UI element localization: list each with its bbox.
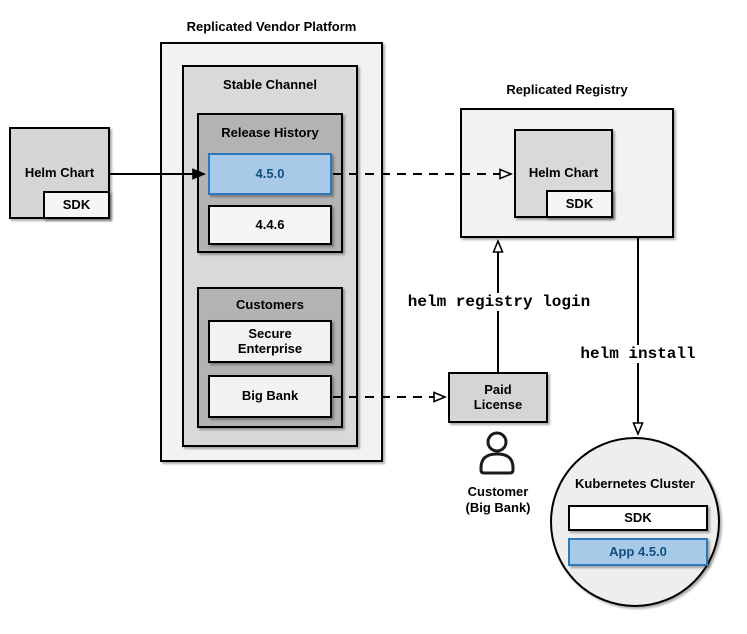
release-4-4-6-node: 4.4.6 [208,205,332,245]
customers-box: Customers Secure Enterprise Big Bank [197,287,343,428]
source-helm-chart-label: Helm Chart [24,164,95,180]
source-helm-chart-box: Helm Chart SDK [9,127,110,219]
paid-license-box: Paid License [448,372,548,423]
registry-helm-chart-label: Helm Chart [528,165,599,181]
customer-big-bank-label: Big Bank [241,388,299,404]
release-4-5-0-node: 4.5.0 [208,153,332,195]
customer-big-bank-node: Big Bank [208,375,332,418]
customer-secure-enterprise-node: Secure Enterprise [208,320,332,363]
customers-title: Customers [236,297,304,312]
registry-title: Replicated Registry [506,82,628,97]
vendor-platform-title: Replicated Vendor Platform [186,19,357,34]
cluster-sdk-label: SDK [624,509,652,525]
vendor-platform-box: Stable Channel Release History 4.5.0 4.4… [160,42,383,462]
customer-detail: (Big Bank) [465,500,531,516]
release-4-4-6-label: 4.4.6 [255,216,285,232]
registry-box: Helm Chart SDK [460,108,674,238]
release-history-box: Release History 4.5.0 4.4.6 [197,113,343,253]
registry-sdk-label: SDK [565,195,594,211]
person-icon [479,431,515,475]
customer-name: Customer [467,484,529,499]
cluster-app-label: App 4.5.0 [609,543,667,559]
paid-license-label: Paid License [473,381,523,412]
stable-channel-title: Stable Channel [223,77,317,92]
cmd-helm-registry-login-label: helm registry login [400,293,598,311]
cluster-app-box: App 4.5.0 [568,538,708,566]
kubernetes-cluster-title: Kubernetes Cluster [575,476,695,491]
release-history-title: Release History [221,125,319,140]
source-sdk-label: SDK [62,196,91,212]
registry-sdk-box: SDK [546,190,613,218]
cmd-helm-install-label: helm install [576,345,700,363]
customer-caption: Customer (Big Bank) [438,484,558,517]
registry-helm-chart-box: Helm Chart SDK [514,129,613,218]
release-4-5-0-label: 4.5.0 [255,165,285,181]
source-sdk-box: SDK [43,191,110,219]
customer-secure-enterprise-label: Secure Enterprise [237,325,303,356]
cluster-sdk-box: SDK [568,505,708,531]
stable-channel-box: Stable Channel Release History 4.5.0 4.4… [182,65,358,447]
kubernetes-cluster-circle: Kubernetes Cluster SDK App 4.5.0 [550,437,720,607]
